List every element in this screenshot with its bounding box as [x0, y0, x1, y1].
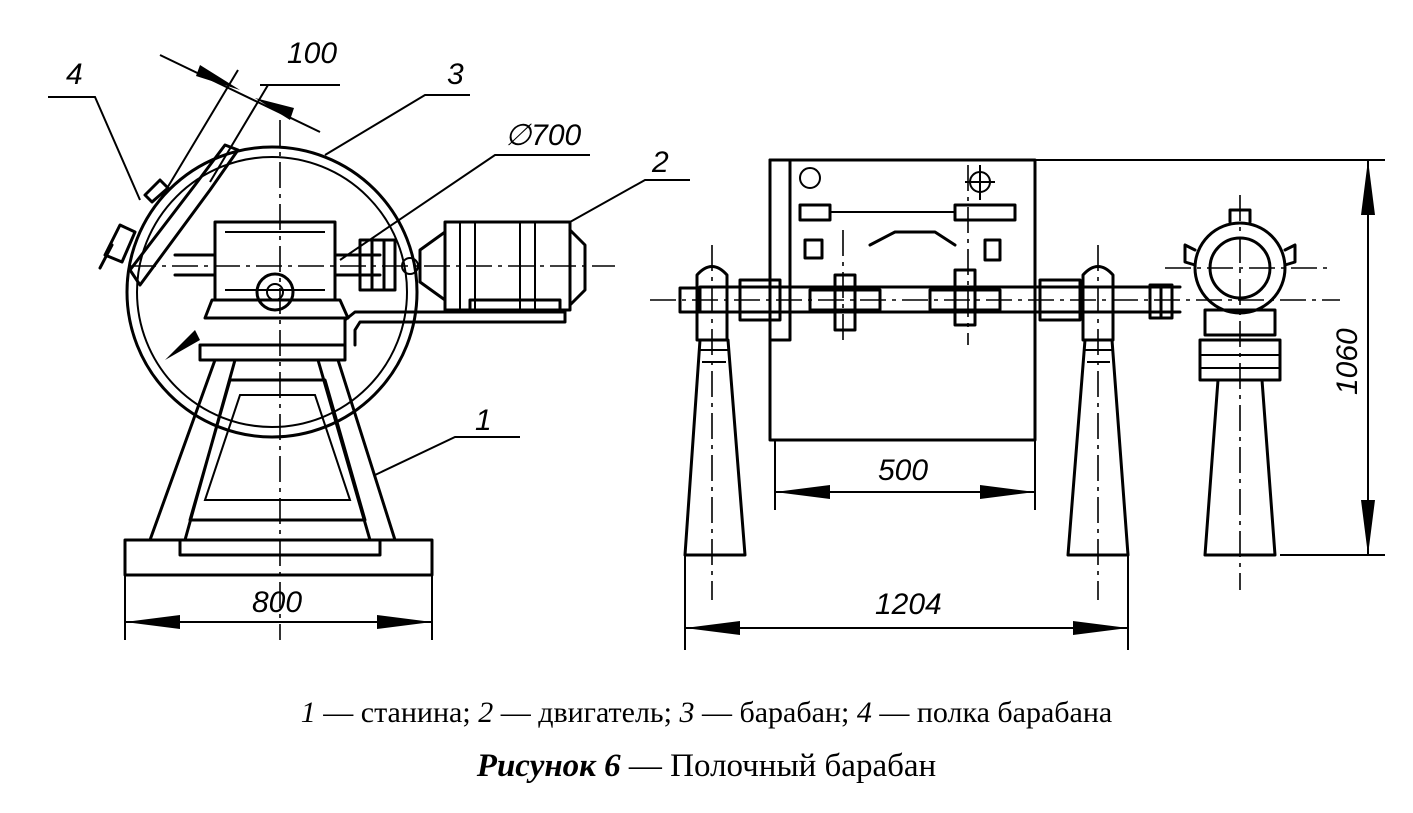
- drum-shelf: [128, 143, 240, 287]
- legend: 1 — станина; 2 — двигатель; 3 — барабан;…: [0, 696, 1413, 730]
- legend-text-2: — двигатель;: [500, 696, 672, 729]
- dimension-1204: 1204: [875, 588, 942, 621]
- dimension-1060: 1060: [1331, 328, 1364, 395]
- callout-3: 3: [447, 58, 464, 91]
- drum-circle: [125, 145, 419, 439]
- leader-3: [324, 94, 470, 156]
- left-support: [683, 338, 747, 557]
- side-view: [48, 54, 690, 640]
- dimension-diameter-700: ∅700: [505, 119, 582, 152]
- figure-number: Рисунок 6: [476, 748, 621, 784]
- leader-1: [374, 436, 520, 476]
- frame-legs: [148, 358, 397, 542]
- leader-700: [339, 154, 590, 261]
- dimension-100: 100: [287, 37, 337, 70]
- legend-number-4: 4: [856, 696, 872, 729]
- legend-number-3: 3: [679, 696, 695, 729]
- leader-4: [48, 96, 141, 201]
- legend-text-3: — барабан;: [701, 696, 850, 729]
- technical-drawing: 4 3 2 1 100 ∅700 800 500 1204 1060: [48, 37, 1385, 650]
- leader-2: [569, 179, 690, 223]
- legend-text-1: — станина;: [323, 696, 471, 729]
- shaft-hub: [255, 272, 295, 312]
- dimension-500: 500: [878, 454, 928, 487]
- legend-number-2: 2: [478, 696, 494, 729]
- dimension-800: 800: [252, 586, 302, 619]
- front-view: [650, 158, 1385, 650]
- figure-caption: Рисунок 6 — Полочный барабан: [0, 748, 1413, 785]
- callout-4: 4: [66, 58, 83, 91]
- callout-2: 2: [651, 146, 669, 179]
- figure-title: — Полочный барабан: [628, 748, 937, 784]
- frame-base: [123, 538, 434, 577]
- legend-text-4: — полка барабана: [879, 696, 1113, 729]
- legend-number-1: 1: [300, 696, 316, 729]
- motor: [401, 220, 587, 314]
- callout-1: 1: [475, 404, 492, 437]
